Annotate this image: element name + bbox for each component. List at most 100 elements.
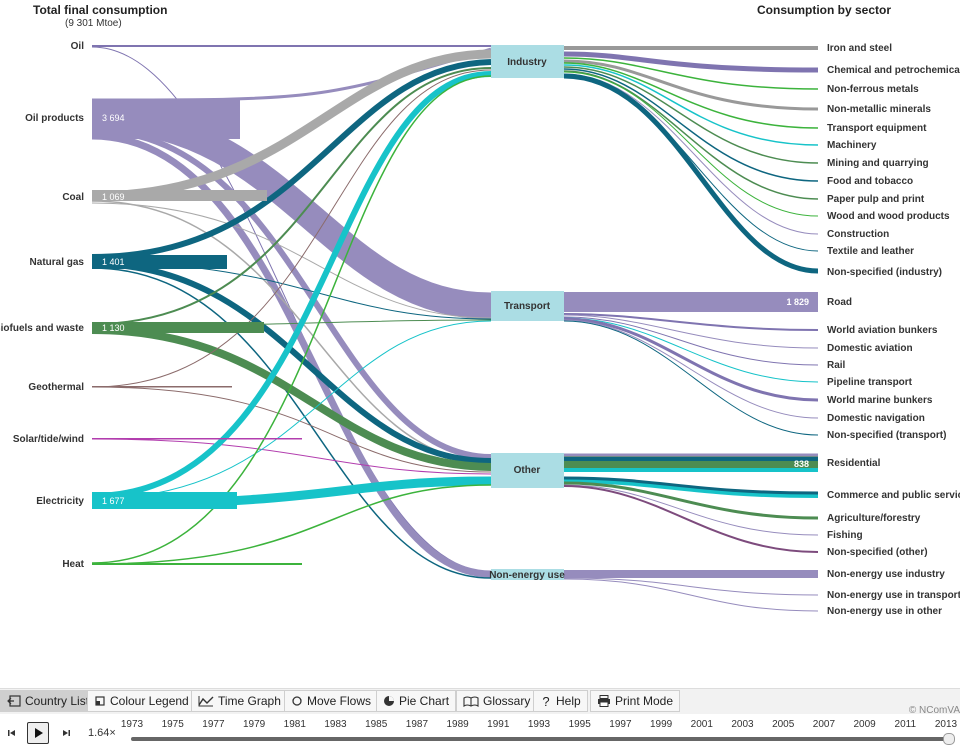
flow-bio-other[interactable] [91,326,492,471]
year-tick-label[interactable]: 1987 [405,719,429,730]
year-tick-label[interactable]: 1997 [609,719,632,730]
node-transport[interactable] [491,291,564,321]
flow-coal-transport[interactable] [91,202,492,319]
flow-oilproducts-nonenergy[interactable] [91,132,492,578]
colour-legend-label: Colour Legend [110,694,189,708]
help-button[interactable]: ? Help [533,690,588,712]
bar-biofuels[interactable] [92,322,264,333]
flow-transport-navigation[interactable] [563,319,819,419]
pie-chart-button[interactable]: Pie Chart [376,690,457,712]
year-tick-label[interactable]: 2005 [772,719,795,730]
source-value-biofuels: 1 130 [102,323,125,333]
flow-bio-industry[interactable] [91,67,492,325]
flow-industry-machinery[interactable] [563,64,819,146]
colour-legend-button[interactable]: Colour Legend [87,690,196,712]
bar-electricity[interactable] [92,492,237,509]
glossary-button[interactable]: Glossary [456,690,538,712]
print-mode-button[interactable]: Print Mode [590,690,681,712]
flow-industry-chemical[interactable] [563,51,819,73]
flow-geo-other[interactable] [91,386,492,473]
flow-transport-rail[interactable] [563,316,819,366]
sector-label: Non-energy use in other [827,606,942,617]
flow-gas-industry[interactable] [91,59,492,260]
flow-industry-nonmetallic[interactable] [563,59,819,111]
flow-industry-wood[interactable] [563,71,819,217]
source-label-natural-gas: Natural gas [30,257,85,268]
bar-geothermal[interactable] [92,386,232,388]
speed-readout[interactable]: 1.64× [88,727,116,739]
flow-heat-other[interactable] [91,484,492,565]
flow-industry-nonferrous[interactable] [563,57,819,90]
step-back-button[interactable] [1,722,23,744]
year-tick-label[interactable]: 1975 [161,719,184,730]
year-tick-label[interactable]: 1991 [487,719,510,730]
year-tick-label[interactable]: 1995 [568,719,591,730]
sankey-diagram: Total final consumption (9 301 Mtoe) Con… [0,3,960,617]
flow-nonenergy-transport[interactable] [563,577,819,596]
year-tick-label[interactable]: 2011 [894,719,917,730]
flow-other-fishing[interactable] [563,484,819,536]
flow-other-agriculture[interactable] [563,481,819,520]
year-tick-label[interactable]: 2003 [731,719,754,730]
node-non-energy[interactable] [491,569,564,580]
year-tick-label[interactable]: 1979 [242,719,266,730]
flow-oilproducts-other[interactable] [91,127,492,460]
flow-solar-other[interactable] [91,438,492,475]
year-tick-label[interactable]: 1993 [527,719,551,730]
flow-other-commerce-gas[interactable] [563,476,819,495]
bar-solar[interactable] [92,438,302,440]
year-tick-label[interactable]: 2001 [690,719,713,730]
flow-nonenergy-other[interactable] [563,578,819,612]
source-labels: Oil Oil products Coal Natural gas Biofue… [0,41,125,570]
bar-oil[interactable] [92,45,132,47]
flow-industry-food[interactable] [563,68,819,182]
flow-transport-aviation-bunkers[interactable] [563,313,819,331]
year-tick-label[interactable]: 1999 [649,719,673,730]
flow-transport-marine-bunkers[interactable] [563,317,819,402]
flow-industry-mining[interactable] [563,66,819,164]
country-list-label: Country List [25,694,90,708]
bar-oil-products[interactable] [92,99,240,139]
bar-natural-gas[interactable] [92,255,227,269]
timeline-track[interactable] [131,737,949,741]
flow-other-commerce[interactable] [563,477,819,498]
flow-coal-industry[interactable] [91,49,492,201]
year-tick-label[interactable]: 1983 [324,719,347,730]
flow-gas-nonenergy[interactable] [91,267,492,579]
country-list-button[interactable]: Country List [0,690,97,712]
source-bars [92,45,302,565]
flow-other-nonspec[interactable] [563,485,819,553]
flow-industry-paper[interactable] [563,70,819,200]
flow-industry-nonspec[interactable] [563,73,819,274]
bar-coal[interactable] [92,190,267,201]
year-tick-label[interactable]: 2013 [934,719,958,730]
year-tick-label[interactable]: 1977 [202,719,225,730]
node-industry[interactable] [491,45,564,78]
year-tick-label[interactable]: 2009 [853,719,876,730]
node-other[interactable] [491,453,564,488]
source-label-heat: Heat [62,559,84,570]
flow-transport-nonspec[interactable] [563,320,819,436]
bar-heat[interactable] [92,563,302,565]
play-button[interactable] [27,722,49,744]
flow-elec-industry[interactable] [91,71,492,499]
toolbar: Country List Colour Legend Time Graph Mo… [0,688,960,715]
year-tick-label[interactable]: 1985 [365,719,388,730]
flow-heat-industry[interactable] [91,75,492,564]
year-tick-label[interactable]: 2007 [812,719,836,730]
step-forward-button[interactable] [55,722,77,744]
pie-chart-icon [384,696,394,706]
colour-legend-icon [95,696,105,706]
flow-gas-other[interactable] [91,261,492,464]
move-flows-button[interactable]: Move Flows [284,690,379,712]
year-tick-label[interactable]: 1973 [120,719,144,730]
time-graph-button[interactable]: Time Graph [191,690,288,712]
flow-transport-domestic-aviation[interactable] [563,314,819,349]
flow-industry-transport-eq[interactable] [563,62,819,129]
flow-transport-pipeline[interactable] [563,317,819,383]
year-tick-label[interactable]: 1989 [446,719,469,730]
timeline-thumb[interactable] [943,733,955,745]
flow-geo-industry[interactable] [91,69,492,388]
flow-elec-transport[interactable] [91,320,492,500]
year-tick-label[interactable]: 1981 [283,719,306,730]
